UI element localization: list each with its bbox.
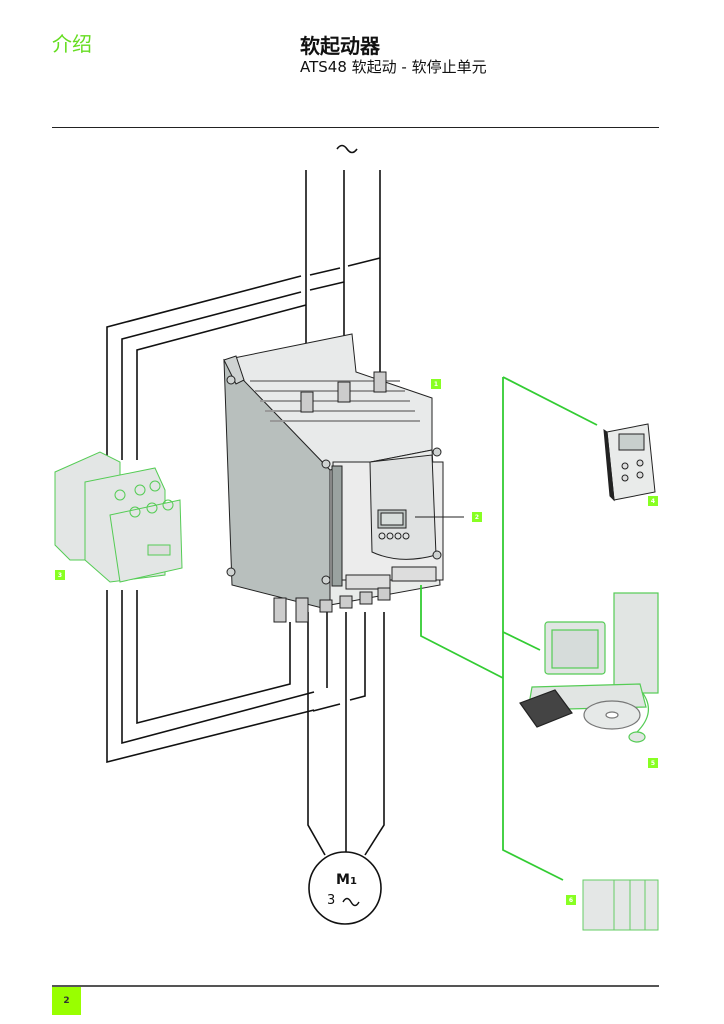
communication-links (420, 376, 598, 881)
callout-3: 3 (55, 570, 65, 580)
callout-6: 6 (566, 895, 576, 905)
footer-rule (52, 985, 659, 987)
bypass-wires-top (106, 257, 381, 460)
motor-ac-icon (342, 897, 360, 907)
plc (582, 879, 659, 931)
page-number: 2 (52, 987, 81, 1015)
page-title: 软起动器 (300, 34, 380, 58)
callout-4: 4 (648, 496, 658, 506)
section-label: 介绍 (52, 32, 92, 56)
motor-label: M (336, 872, 350, 888)
bypass-wires-bottom (106, 590, 366, 764)
callout-1: 1 (431, 379, 441, 389)
contactor (54, 451, 183, 583)
motor-wires (307, 612, 385, 856)
motor-subscript: 1 (350, 876, 357, 887)
pc-workstation (519, 592, 659, 743)
motor-symbol: M 1 3 (308, 851, 382, 925)
page-subtitle: ATS48 软起动 - 软停止单元 (300, 58, 487, 76)
callout-2: 2 (472, 512, 482, 522)
callout-5: 5 (648, 758, 658, 768)
header-rule (52, 127, 659, 128)
ac-supply-symbol (336, 144, 358, 154)
remote-terminal (603, 423, 656, 502)
soft-starter (223, 333, 444, 623)
motor-phases: 3 (327, 893, 335, 908)
